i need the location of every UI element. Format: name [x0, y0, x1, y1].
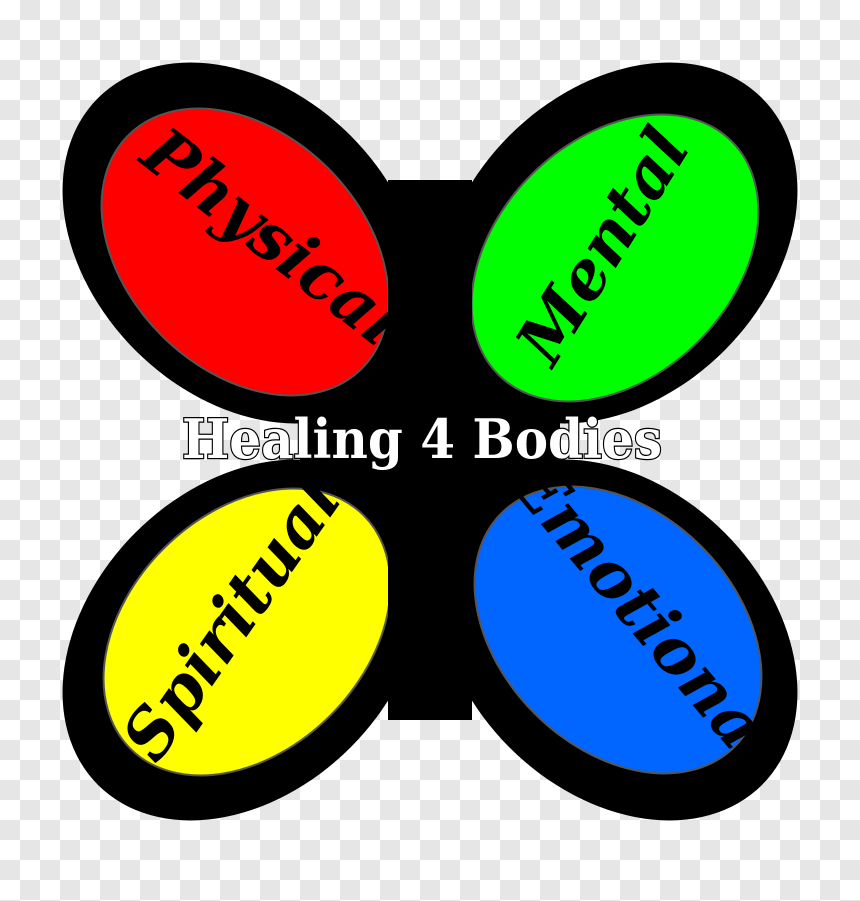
- petal-spiritual: [102, 487, 392, 777]
- petal-mental: [470, 113, 760, 403]
- center-title: Healing 4 Bodies: [182, 407, 662, 471]
- petal-physical: [100, 107, 390, 397]
- petal-emotional: [473, 485, 763, 775]
- petal-divider: [388, 180, 472, 720]
- petals: [100, 107, 763, 777]
